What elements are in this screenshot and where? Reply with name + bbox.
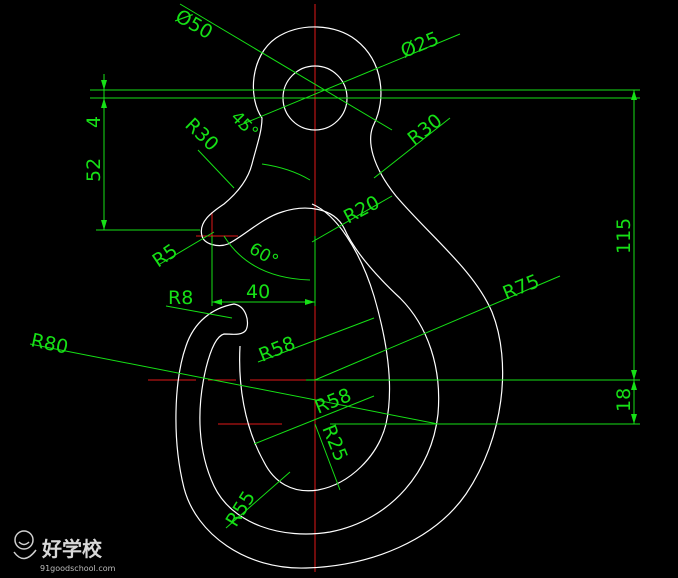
r30-left-label: R30: [181, 114, 223, 156]
r20-label: R20: [340, 191, 383, 228]
d4-label: 4: [83, 116, 105, 128]
r80-label: R80: [29, 329, 70, 358]
r55-leader: [225, 471, 291, 529]
dia50-leader: [179, 3, 393, 131]
ang45-label: 45°: [226, 107, 261, 142]
watermark-site: 91goodschool.com: [40, 564, 116, 573]
r58-upper-label: R58: [256, 332, 299, 366]
d40-label: 40: [246, 281, 270, 303]
outer-contour: [175, 26, 504, 569]
dia50-label: Ø50: [172, 5, 217, 44]
dia25-leader: [237, 33, 461, 127]
dimension-lines: [29, 3, 640, 529]
r8-label: R8: [168, 287, 193, 309]
d18-arrow-bottom: [631, 414, 637, 424]
d40-arrow-right: [305, 299, 315, 305]
d115-arrow-top: [631, 90, 637, 100]
d18-arrow-top: [631, 380, 637, 390]
ang60-arc: [223, 235, 311, 281]
watermark-brand: 好学校: [41, 537, 103, 561]
d4-arrow-top: [101, 80, 107, 90]
r30-left-leader: [197, 149, 235, 189]
r30-right-label: R30: [404, 110, 447, 150]
r5-label: R5: [148, 240, 181, 272]
dimension-labels: Ø50 Ø25 45° R30 R30 4 52 R20 R5 60° 40 R…: [29, 5, 635, 530]
r30-right-leader: [373, 117, 451, 179]
ang45-arc: [261, 163, 311, 181]
r58-lower-leader: [253, 395, 375, 445]
d18-label: 18: [613, 388, 635, 412]
r58-upper-leader: [257, 317, 375, 363]
r5-leader: [159, 231, 215, 265]
d52-label: 52: [83, 158, 105, 182]
r25-leader: [314, 423, 341, 491]
d115-label: 115: [613, 218, 635, 254]
r20-leader: [311, 195, 393, 243]
r58-lower-label: R58: [312, 384, 355, 418]
d52-arrow-top: [101, 98, 107, 108]
d115-arrow-bottom: [631, 370, 637, 380]
d40-arrow-left: [212, 299, 222, 305]
r80-leader: [29, 343, 439, 425]
r75-leader: [314, 275, 561, 381]
d52-arrow-bottom: [101, 220, 107, 230]
r75-label: R75: [500, 270, 543, 304]
watermark: 好学校 91goodschool.com: [13, 530, 116, 573]
r8-leader: [165, 305, 233, 319]
dia25-label: Ø25: [398, 28, 443, 63]
ang60-label: 60°: [246, 239, 282, 271]
inner-contour: [239, 203, 391, 492]
smiley-figure-icon: [13, 530, 37, 560]
arrowheads: [101, 80, 637, 424]
